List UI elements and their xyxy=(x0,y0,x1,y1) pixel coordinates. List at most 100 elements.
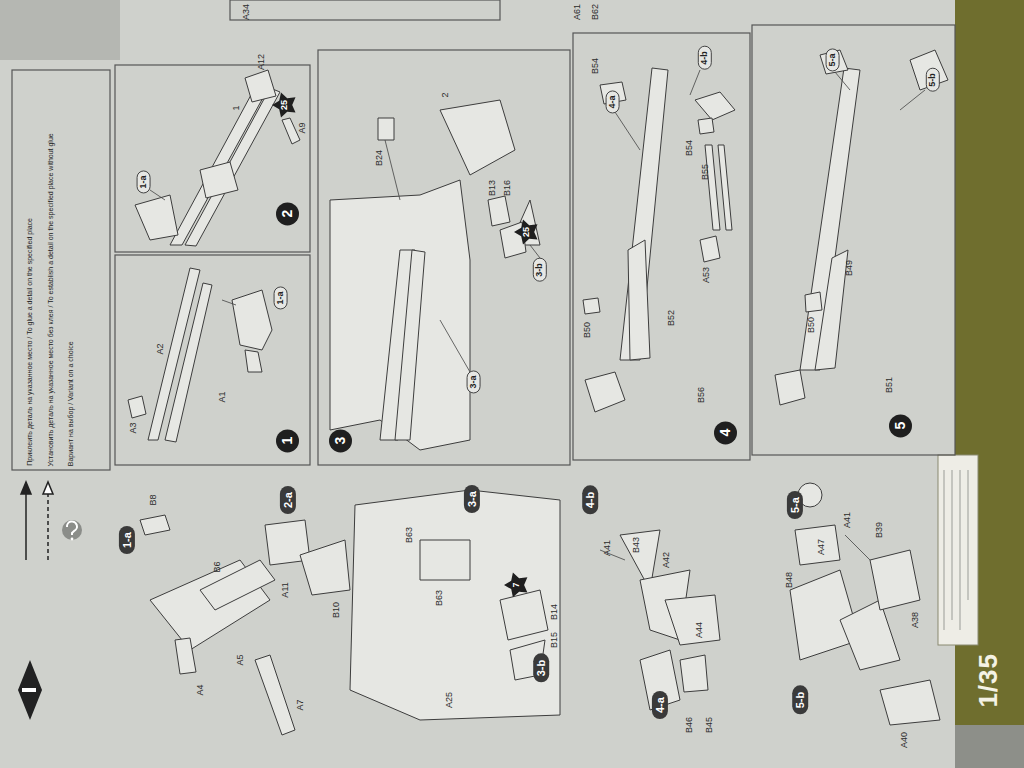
node-text: 5-b xyxy=(928,73,938,87)
part-number: A5 xyxy=(235,654,245,665)
subassembly-callout: 4-b xyxy=(698,46,712,70)
part-number: B55 xyxy=(701,164,711,180)
subassembly-tag: 4-b xyxy=(582,486,598,515)
node-text: 2 xyxy=(280,209,295,217)
part-number: B43 xyxy=(632,537,642,553)
node-text: 3 xyxy=(333,436,348,444)
part-number: B39 xyxy=(875,522,885,538)
node-text: 3-b xyxy=(535,263,545,277)
part-number: A12 xyxy=(257,54,267,70)
part-number: B54 xyxy=(685,140,695,156)
part-number: B8 xyxy=(148,494,158,505)
subassembly-tag: 5-b xyxy=(792,686,808,715)
node-text: 3-a xyxy=(468,375,478,388)
node-text: 25 xyxy=(280,100,290,110)
part-number: B50 xyxy=(807,317,817,333)
part-number: B63 xyxy=(405,527,415,543)
part-number: A41 xyxy=(603,540,613,556)
step-number: 2 xyxy=(276,202,299,225)
paint-star: 25 xyxy=(272,92,298,118)
node-text: 4-a xyxy=(607,95,617,108)
node-text: 1 xyxy=(280,436,295,444)
part-number: B45 xyxy=(705,717,715,733)
part-number: A40 xyxy=(900,732,910,748)
step-number: 1 xyxy=(276,429,299,452)
legend-text: Вариант на выбор / Variant on a choice xyxy=(66,341,74,466)
subassembly-callout: 5-b xyxy=(926,68,940,92)
part-number: B56 xyxy=(697,387,707,403)
subassembly-callout: 1-a xyxy=(136,170,150,193)
part-number: A2 xyxy=(155,343,165,354)
subassembly-tag: 1-a xyxy=(119,526,135,554)
part-number: A11 xyxy=(280,582,290,597)
part-number: A47 xyxy=(817,539,827,555)
part-number: B54 xyxy=(591,58,601,74)
part-number: B24 xyxy=(375,150,385,166)
part-number: 2 xyxy=(440,92,450,97)
node-text: 4 xyxy=(718,428,733,436)
node-text: 3-b xyxy=(535,660,547,677)
paint-star: 25 xyxy=(514,219,540,245)
part-number: B6 xyxy=(212,561,222,572)
part-number: A42 xyxy=(662,552,672,568)
node-text: 1-a xyxy=(275,291,285,304)
part-number: B63 xyxy=(435,590,445,606)
part-number: A53 xyxy=(702,267,712,283)
part-number: A4 xyxy=(195,684,205,695)
node-text: 3-a xyxy=(466,491,478,507)
part-number: B14 xyxy=(550,604,560,620)
subassembly-callout: 5-a xyxy=(825,48,839,71)
part-number: A3 xyxy=(128,422,138,433)
paint-star: 7 xyxy=(504,572,530,598)
part-number: B50 xyxy=(583,322,593,338)
subassembly-callout: 4-a xyxy=(605,90,619,113)
part-number: B46 xyxy=(685,717,695,733)
part-number: A38 xyxy=(911,612,921,628)
part-number: A41 xyxy=(843,512,853,528)
step-number: 3 xyxy=(329,429,352,452)
part-number: B13 xyxy=(488,180,498,196)
subassembly-callout: 3-b xyxy=(533,258,547,282)
subassembly-tag: 5-a xyxy=(787,491,803,519)
part-number: A9 xyxy=(297,122,307,133)
part-number: A44 xyxy=(695,622,705,638)
node-text: 4-b xyxy=(584,492,596,509)
step-number: 4 xyxy=(714,421,737,444)
node-text: 2-a xyxy=(282,492,294,508)
node-text: 1-a xyxy=(121,532,133,548)
legend-text: Установить деталь на указанное место без… xyxy=(46,133,54,466)
part-number: B16 xyxy=(503,180,513,196)
part-number: B15 xyxy=(550,632,560,648)
part-number: B49 xyxy=(845,260,855,276)
step-number: 5 xyxy=(889,414,912,437)
part-number: A7 xyxy=(295,699,305,710)
subassembly-tag: 4-a xyxy=(652,691,668,719)
scale-label: 1/35 xyxy=(974,652,1003,707)
part-number: 1 xyxy=(231,105,241,110)
part-number: B52 xyxy=(667,310,677,326)
node-text: 5 xyxy=(893,421,908,429)
node-text: 4-a xyxy=(654,697,666,713)
part-number: B62 xyxy=(591,4,601,20)
node-text: 4-b xyxy=(700,51,710,65)
part-number: B10 xyxy=(332,602,342,618)
node-text: 7 xyxy=(512,582,522,587)
part-number: B51 xyxy=(885,377,895,393)
node-text: 5-b xyxy=(794,692,806,709)
part-number: A34 xyxy=(242,4,252,20)
part-number: A61 xyxy=(573,4,583,20)
subassembly-callout: 1-a xyxy=(273,286,287,309)
part-number: A25 xyxy=(445,692,455,708)
part-number: A1 xyxy=(217,391,227,402)
node-text: 1-a xyxy=(138,175,148,188)
legend-text: Приклеить деталь на указанное место / To… xyxy=(26,218,34,466)
node-text: 5-a xyxy=(789,497,801,513)
subassembly-tag: 3-a xyxy=(464,485,480,513)
node-text: 5-a xyxy=(827,53,837,66)
part-number: B48 xyxy=(785,572,795,588)
subassembly-tag: 3-b xyxy=(533,654,549,683)
subassembly-callout: 3-a xyxy=(466,370,480,393)
node-text: 25 xyxy=(522,227,532,237)
